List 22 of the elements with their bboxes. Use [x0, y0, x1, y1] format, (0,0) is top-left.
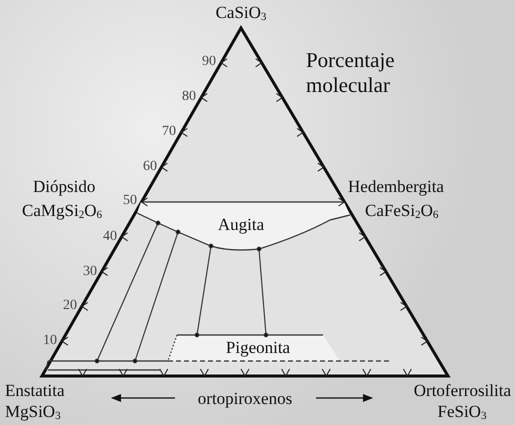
- axis-tick-label: 20: [63, 297, 77, 315]
- end-member-formula: CaFeSi$_{2}$O$_{6}$: [365, 201, 438, 223]
- diagram-note: Porcentaje molecular: [306, 48, 396, 98]
- field-label: Pigeonita: [226, 338, 290, 358]
- vertex-formula: CaSiO$_{3}$: [216, 3, 266, 25]
- axis-tick-label: 50: [123, 192, 137, 210]
- axis-tick-label: 40: [103, 228, 117, 246]
- series-label: ortopiroxenos: [198, 389, 292, 409]
- end-member-name: Ortoferrosilita: [414, 381, 511, 401]
- field-label: Augita: [218, 215, 264, 235]
- axis-tick-label: 70: [162, 123, 176, 141]
- end-member-name: Enstatita: [5, 381, 64, 401]
- end-member-name: Hedembergita: [348, 177, 444, 197]
- end-member-formula: CaMgSi$_{2}$O$_{6}$: [22, 201, 102, 223]
- axis-tick-label: 80: [182, 88, 196, 106]
- axis-tick-label: 10: [43, 332, 57, 350]
- end-member-formula: MgSiO$_{3}$: [5, 402, 61, 424]
- axis-tick-label: 30: [83, 263, 97, 281]
- axis-tick-label: 60: [143, 158, 157, 176]
- end-member-name: Diópsido: [33, 177, 96, 197]
- end-member-formula: FeSiO$_{3}$: [438, 402, 486, 424]
- axis-tick-label: 90: [202, 53, 216, 71]
